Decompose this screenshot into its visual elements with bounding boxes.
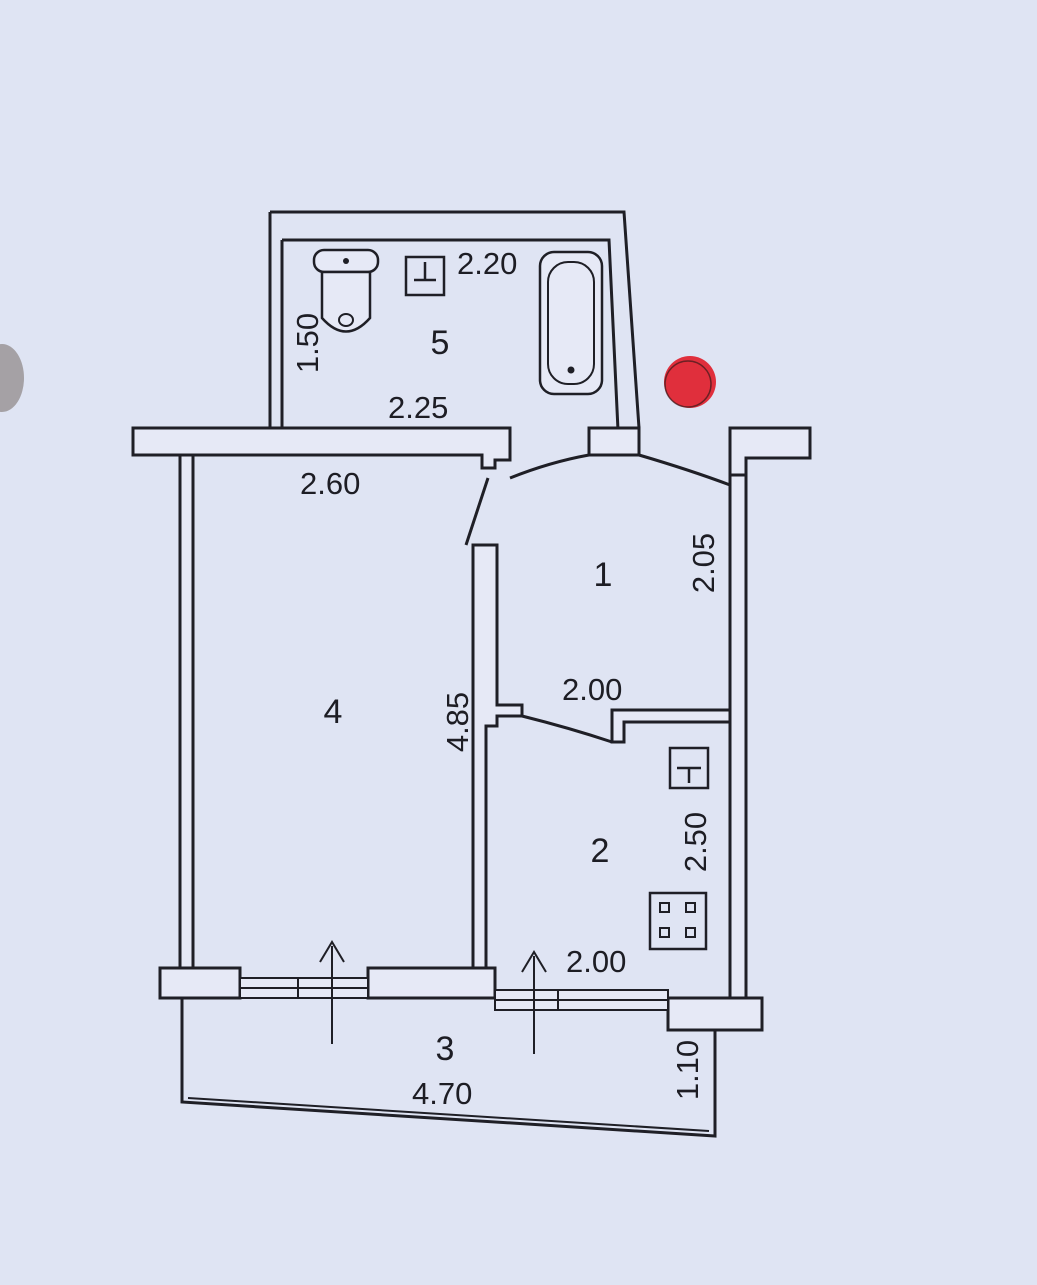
dim-room4-top: 2.60 bbox=[300, 466, 360, 501]
thumb-shadow bbox=[0, 344, 24, 412]
bottom-wall-mid bbox=[366, 966, 497, 1000]
sink-icon bbox=[404, 255, 446, 297]
arrow-up-icon bbox=[521, 950, 547, 1054]
door-kitchen bbox=[521, 714, 613, 744]
left-wall bbox=[178, 453, 195, 970]
room-label-2: 2 bbox=[591, 832, 610, 870]
walls bbox=[131, 210, 812, 1138]
dim-balcony-side: 1.10 bbox=[670, 1040, 705, 1100]
exit-arrows bbox=[319, 940, 547, 1054]
dim-bath-top: 2.20 bbox=[457, 246, 517, 281]
balcony-rail bbox=[187, 1097, 710, 1132]
kitchen-top-wall bbox=[610, 708, 732, 744]
dim-balcony-length: 4.70 bbox=[412, 1076, 472, 1111]
toilet-icon bbox=[312, 248, 380, 333]
dim-bath-side: 1.50 bbox=[290, 313, 325, 373]
dim-bath-bottom: 2.25 bbox=[388, 390, 448, 425]
doors bbox=[464, 453, 731, 744]
dim-hall-bottom: 2.00 bbox=[562, 672, 622, 707]
bottom-wall-left bbox=[158, 966, 242, 1000]
balcony-outline bbox=[180, 998, 717, 1138]
dim-hall-side: 2.05 bbox=[686, 533, 721, 593]
kitchen-sink-icon bbox=[668, 746, 710, 790]
door-room4 bbox=[464, 477, 490, 546]
stove-icon bbox=[648, 891, 708, 951]
bottom-wall-right bbox=[666, 996, 764, 1032]
bathroom-inner-wall bbox=[280, 238, 620, 431]
arrow-up-icon bbox=[319, 940, 345, 1044]
dim-room4-side: 4.85 bbox=[440, 692, 475, 752]
window-room4 bbox=[239, 977, 369, 999]
window-kitchen bbox=[494, 989, 669, 1011]
dim-kitchen-side: 2.50 bbox=[678, 812, 713, 872]
room-label-5: 5 bbox=[431, 324, 450, 362]
bathroom-outer-wall bbox=[268, 210, 641, 429]
room-label-4: 4 bbox=[324, 693, 343, 731]
red-marker bbox=[664, 356, 716, 408]
dim-kitchen-bottom: 2.00 bbox=[566, 944, 626, 979]
room-label-3: 3 bbox=[436, 1030, 455, 1068]
top-wall-left bbox=[131, 426, 512, 470]
top-wall-stub bbox=[587, 426, 641, 457]
bathtub-icon bbox=[538, 250, 604, 396]
right-wall bbox=[728, 473, 748, 1002]
windows bbox=[239, 977, 669, 1011]
room-label-1: 1 bbox=[594, 556, 613, 594]
partition-wall bbox=[471, 543, 524, 982]
door-bathroom bbox=[509, 453, 731, 487]
top-wall-right bbox=[728, 426, 812, 477]
